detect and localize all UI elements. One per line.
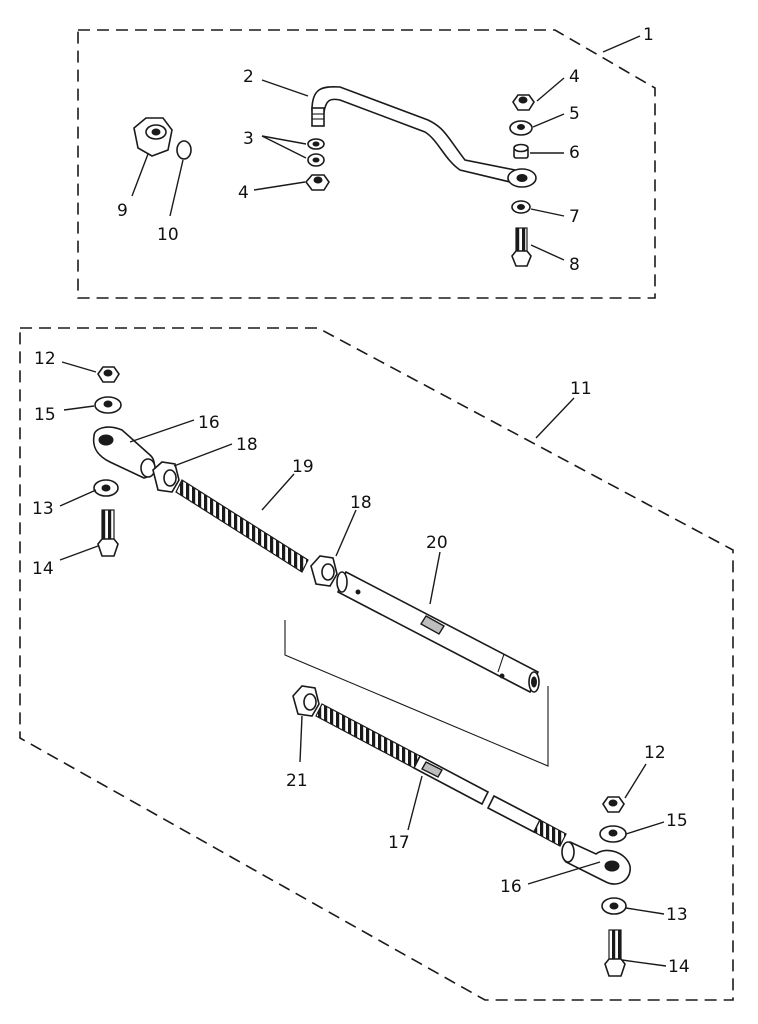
label-4-left: 4 [238, 183, 249, 203]
washer-15-left [94, 396, 122, 414]
washer-13-left [93, 479, 119, 497]
label-19: 19 [292, 457, 314, 477]
group-label-1: 1 [643, 25, 654, 45]
washer-5 [509, 120, 533, 136]
label-8: 8 [569, 255, 580, 275]
label-18-left: 18 [236, 435, 258, 455]
washer-7 [511, 200, 531, 214]
label-7: 7 [569, 207, 580, 227]
nut-12-right [602, 796, 625, 813]
nut-18-left [152, 461, 180, 493]
label-17: 17 [388, 833, 410, 853]
nut-18-right [310, 555, 338, 587]
threaded-rod-19 [175, 479, 309, 573]
bolt-14-right [604, 929, 626, 977]
label-5: 5 [569, 104, 580, 124]
label-16-right: 16 [500, 877, 522, 897]
adjusting-rod-17 [315, 703, 567, 847]
upper-assembly-boundary [77, 29, 656, 299]
label-2: 2 [243, 67, 254, 87]
label-4-right: 4 [569, 67, 580, 87]
bolt-14-left [97, 509, 119, 557]
label-15-left: 15 [34, 405, 56, 425]
nut-21 [292, 685, 320, 717]
group-label-11: 11 [570, 379, 592, 399]
nut-12-left [97, 366, 120, 383]
label-20: 20 [426, 533, 448, 553]
label-13-right: 13 [666, 905, 688, 925]
washer-13-right [601, 897, 627, 915]
collar-6 [513, 143, 529, 159]
washer-pair [307, 138, 325, 167]
washer-15-right [599, 825, 627, 843]
label-6: 6 [569, 143, 580, 163]
link-rod [311, 85, 537, 188]
label-18-right: 18 [350, 493, 372, 513]
label-14-right: 14 [668, 957, 690, 977]
label-12-left: 12 [34, 349, 56, 369]
tube-20 [336, 570, 540, 694]
assembly-phantom-line [284, 620, 549, 767]
nut-right [512, 94, 535, 111]
rod-end-16-left [92, 426, 156, 479]
label-16-left: 16 [198, 413, 220, 433]
o-ring-10 [176, 140, 192, 160]
label-12-right: 12 [644, 743, 666, 763]
label-15-right: 15 [666, 811, 688, 831]
label-13-left: 13 [32, 499, 54, 519]
label-21: 21 [286, 771, 308, 791]
bolt-8 [511, 227, 532, 267]
label-10: 10 [157, 225, 179, 245]
label-9: 9 [117, 201, 128, 221]
lower-assembly-boundary [19, 327, 734, 1001]
nut-9 [133, 117, 173, 157]
label-14-left: 14 [32, 559, 54, 579]
nut-left [304, 174, 330, 191]
label-3: 3 [243, 129, 254, 149]
